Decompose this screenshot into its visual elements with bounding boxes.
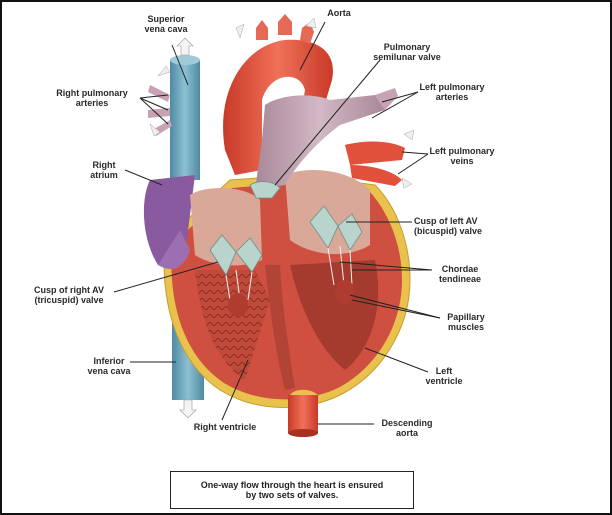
aorta xyxy=(223,14,333,437)
label-right-ventricle: Right ventricle xyxy=(193,422,257,432)
caption-line-2: by two sets of valves. xyxy=(245,490,339,500)
caption-box: One-way flow through the heart is ensure… xyxy=(170,471,414,509)
left-pulmonary-veins xyxy=(345,129,415,189)
right-pulmonary-arteries xyxy=(148,65,172,137)
caption-line-1: One-way flow through the heart is ensure… xyxy=(200,480,384,490)
label-cusp-left-av-valve: Cusp of left AV(bicuspid) valve xyxy=(414,216,483,236)
leader-lines xyxy=(113,21,441,425)
pulmonary-trunk xyxy=(249,88,398,199)
label-aorta: Aorta xyxy=(327,8,351,18)
label-cusp-right-av-valve: Cusp of right AV(tricuspid) valve xyxy=(34,285,104,305)
av-valves xyxy=(209,205,363,317)
